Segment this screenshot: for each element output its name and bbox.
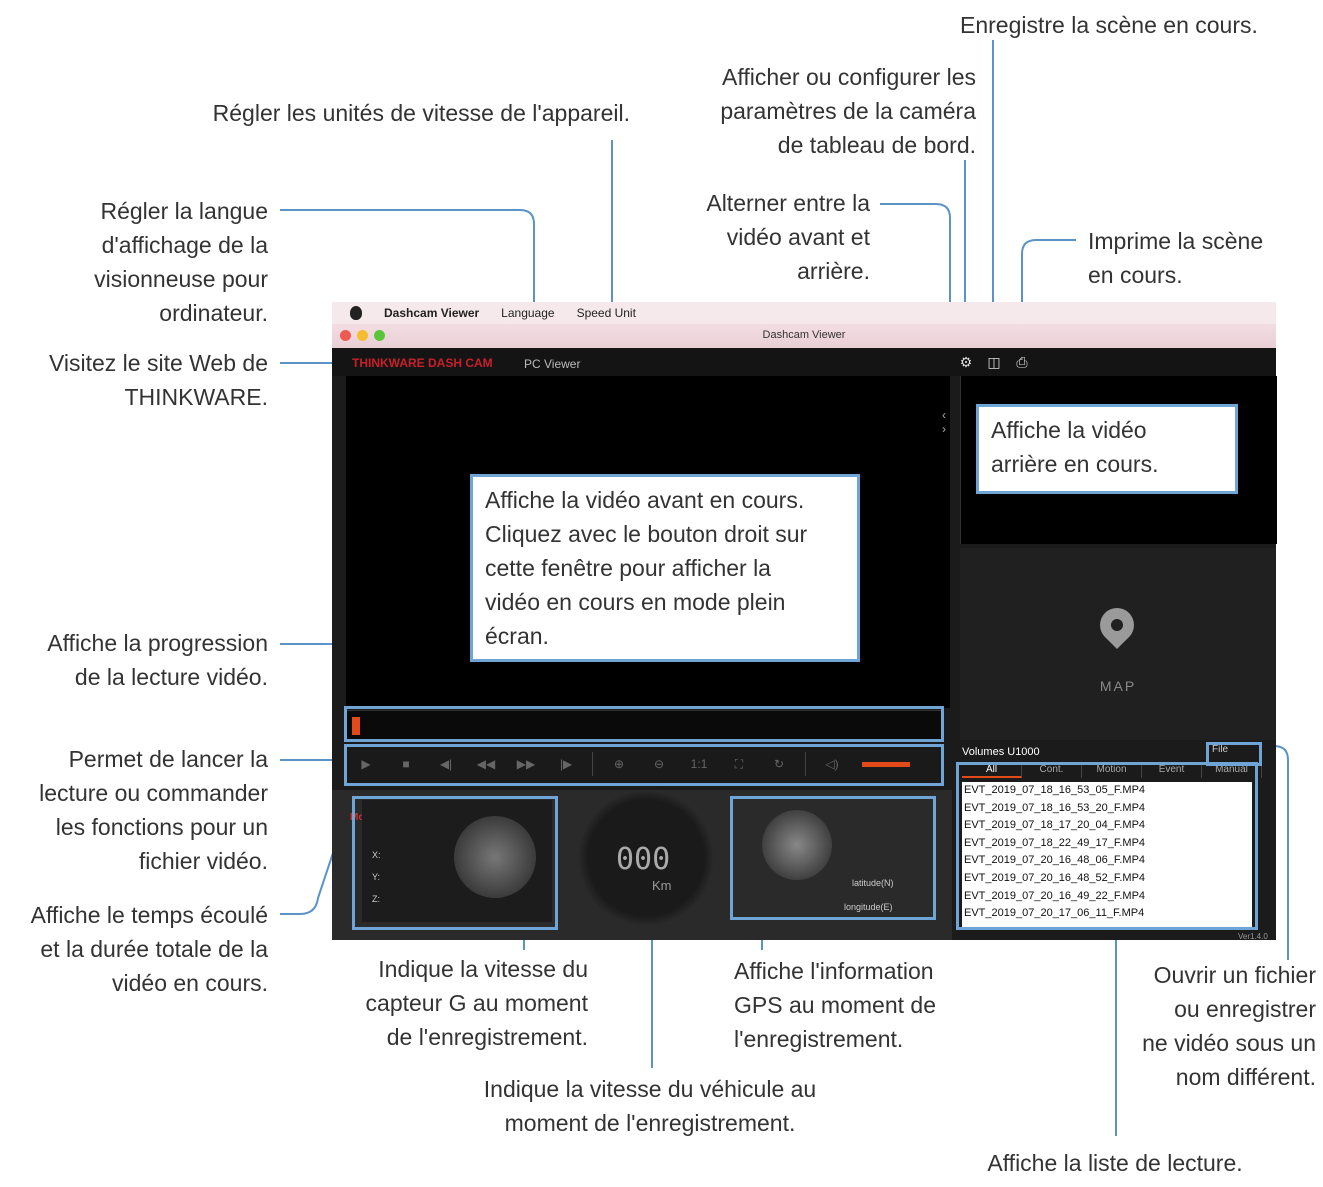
printer-icon[interactable]: ⎙ xyxy=(1016,354,1028,370)
next-frame-icon[interactable]: |▶ xyxy=(559,757,573,771)
gsensor-highlight xyxy=(352,796,558,930)
x-axis-label: X: xyxy=(372,850,381,860)
rotate-icon[interactable]: ↻ xyxy=(773,757,785,771)
gps-globe-icon xyxy=(762,810,832,880)
version-label: Ver1.4.0 xyxy=(1238,932,1268,941)
pc-viewer-label: PC Viewer xyxy=(524,357,581,371)
list-item[interactable]: EVT_2019_07_20_16_48_52_F.MP4 xyxy=(964,871,1146,884)
volume-icon[interactable]: ◁) xyxy=(825,757,839,771)
window-titlebar: Dashcam Viewer xyxy=(332,324,1276,348)
prev-frame-icon[interactable]: ◀| xyxy=(439,757,453,771)
longitude-label: longitude(E) xyxy=(844,902,893,912)
volume-slider[interactable] xyxy=(862,761,910,767)
mac-menubar: Dashcam Viewer Language Speed Unit xyxy=(332,302,1276,324)
map-pin-icon xyxy=(1092,600,1142,650)
list-item[interactable]: EVT_2019_07_18_22_49_17_F.MP4 xyxy=(964,836,1146,849)
file-button-highlight xyxy=(1206,742,1262,766)
thinkware-logo-link[interactable]: THINKWARE DASH CAM xyxy=(352,356,493,370)
tab-all[interactable]: All xyxy=(962,764,1022,778)
list-item[interactable]: EVT_2019_07_20_16_48_06_F.MP4 xyxy=(964,854,1146,867)
list-item[interactable]: EVT_2019_07_20_17_06_11_F.MP4 xyxy=(964,907,1145,920)
list-item[interactable]: EVT_2019_07_20_16_49_22_F.MP4 xyxy=(964,889,1146,902)
speed-unit-annotation: Régler les unités de vitesse de l'appare… xyxy=(212,100,630,126)
list-item[interactable]: EVT_2019_07_18_16_53_05_F.MP4 xyxy=(964,784,1146,796)
map-label: MAP xyxy=(1099,678,1137,694)
volume-name: Volumes U1000 xyxy=(962,746,1040,758)
progress-fill xyxy=(352,717,360,735)
latitude-label: latitude(N) xyxy=(852,878,894,888)
zoom-out-icon[interactable]: ⊖ xyxy=(653,757,665,771)
apple-icon[interactable] xyxy=(350,306,362,320)
tab-motion[interactable]: Motion xyxy=(1082,764,1142,778)
g-sensor-panel: X: Y: Z: xyxy=(362,800,552,922)
camera-icon[interactable]: ◫ xyxy=(987,354,1001,370)
zoom-window-button[interactable] xyxy=(374,330,385,341)
dashboard-panel: Model: X: Y: Z: 000 Km latitude(N) longi… xyxy=(332,790,952,940)
window-title: Dashcam Viewer xyxy=(762,329,846,341)
playback-controls: ▶ ■ ◀| ◀◀ ▶▶ |▶ ⊕ ⊖ 1:1 ⛶ ↻ ◁) xyxy=(346,742,942,786)
list-item[interactable]: EVT_2019_07_18_17_20_04_F.MP4 xyxy=(964,819,1146,832)
playlist-highlight xyxy=(956,762,1258,930)
gps-highlight xyxy=(730,796,936,920)
list-item[interactable]: EVT_2019_07_18_16_53_20_F.MP4 xyxy=(964,801,1146,814)
ratio-button[interactable]: 1:1 xyxy=(690,757,708,771)
fullscreen-icon[interactable]: ⛶ xyxy=(734,756,744,771)
gear-icon[interactable]: ⚙ xyxy=(959,354,973,370)
fast-forward-icon[interactable]: ▶▶ xyxy=(516,757,536,771)
playlist-tabs: All Cont. Motion Event Manual xyxy=(962,764,1262,778)
play-icon[interactable]: ▶ xyxy=(361,757,371,771)
map-view[interactable]: MAP xyxy=(960,548,1276,740)
divider xyxy=(592,752,593,776)
record-annotation: Enregistre la scène en cours. xyxy=(960,12,1258,38)
menu-language[interactable]: Language xyxy=(501,306,555,320)
y-axis-label: Y: xyxy=(372,872,381,882)
front-video-callout: Affiche la vidéo avant en cours.Cliquez … xyxy=(470,474,860,662)
tab-cont[interactable]: Cont. xyxy=(1022,764,1082,778)
zoom-in-icon[interactable]: ⊕ xyxy=(613,757,625,771)
progress-highlight xyxy=(344,706,944,742)
minimize-window-button[interactable] xyxy=(357,330,368,341)
g-sensor-gauge xyxy=(454,816,536,898)
z-axis-label: Z: xyxy=(372,894,380,904)
playback-progress-bar[interactable] xyxy=(346,710,942,739)
speed-unit-label: Km xyxy=(652,878,672,893)
brand-row: THINKWARE DASH CAM PC Viewer ⚙ ◫ ⎙ xyxy=(332,348,1276,376)
playlist-file-list: EVT_2019_07_18_16_53_05_F.MP4 EVT_2019_0… xyxy=(962,782,1252,930)
divider xyxy=(805,752,806,776)
rewind-icon[interactable]: ◀◀ xyxy=(476,757,496,771)
tab-event[interactable]: Event xyxy=(1142,764,1202,778)
close-window-button[interactable] xyxy=(340,330,351,341)
menu-app-name[interactable]: Dashcam Viewer xyxy=(384,306,480,320)
front-rear-toggle[interactable]: ‹› xyxy=(942,408,946,436)
tab-manual[interactable]: Manual xyxy=(1202,764,1262,778)
speedometer xyxy=(578,790,714,926)
speed-value: 000 xyxy=(616,842,671,877)
file-button[interactable]: File xyxy=(1212,744,1229,755)
controls-highlight xyxy=(344,744,944,786)
stop-icon[interactable]: ■ xyxy=(402,757,410,771)
menu-speed-unit[interactable]: Speed Unit xyxy=(576,306,636,320)
playlist-annotation: Affiche la liste de lecture. xyxy=(987,1150,1243,1176)
